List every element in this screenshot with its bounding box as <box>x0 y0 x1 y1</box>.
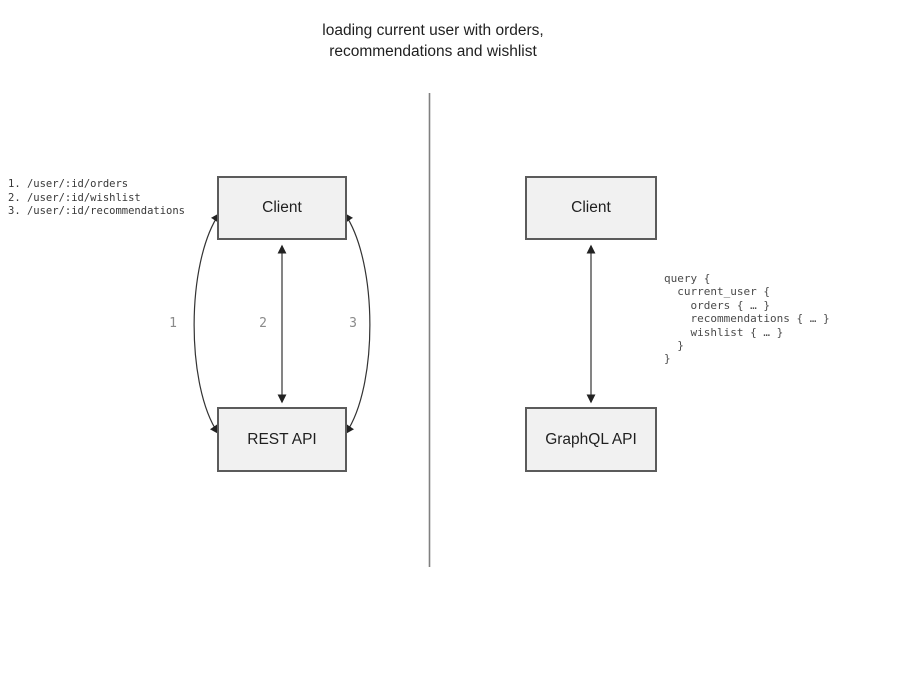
graphql-client-box: Client <box>525 176 657 240</box>
graphql-api-label: GraphQL API <box>545 430 637 448</box>
graphql-client-label: Client <box>571 199 611 216</box>
graphql-query-line: recommendations { … } <box>664 312 830 326</box>
diagram-title: loading current user with orders, recomm… <box>322 22 544 60</box>
rest-client-box: Client <box>217 176 347 240</box>
graphql-query-block: query { current_user { orders { … } reco… <box>664 272 830 366</box>
graphql-query-line: orders { … } <box>664 298 770 312</box>
graphql-api-box: GraphQL API <box>525 407 657 472</box>
rest-endpoint-item: 3. /user/:id/recommendations <box>8 205 186 217</box>
graphql-query-line: } <box>664 339 684 353</box>
rest-endpoints-list: 1. /user/:id/orders 2. /user/:id/wishlis… <box>8 178 185 219</box>
rest-endpoint-item: 2. /user/:id/wishlist <box>8 191 141 204</box>
graphql-query-line: query { <box>664 272 711 285</box>
rest-api-box: REST API <box>217 407 347 472</box>
rest-endpoint-item: 1. /user/:id/orders <box>8 178 129 190</box>
graphql-query-line: } <box>664 352 671 366</box>
rest-client-label: Client <box>262 199 302 216</box>
arrow-label-1: 1 <box>169 316 177 331</box>
rest-arrow-orders-curve <box>193 212 220 435</box>
graphql-query-line: current_user { <box>664 285 770 299</box>
arrow-label-3: 3 <box>349 316 357 331</box>
arrow-label-2: 2 <box>259 316 267 331</box>
graphql-query-line: wishlist { … } <box>664 325 784 339</box>
rest-api-label: REST API <box>247 430 317 448</box>
